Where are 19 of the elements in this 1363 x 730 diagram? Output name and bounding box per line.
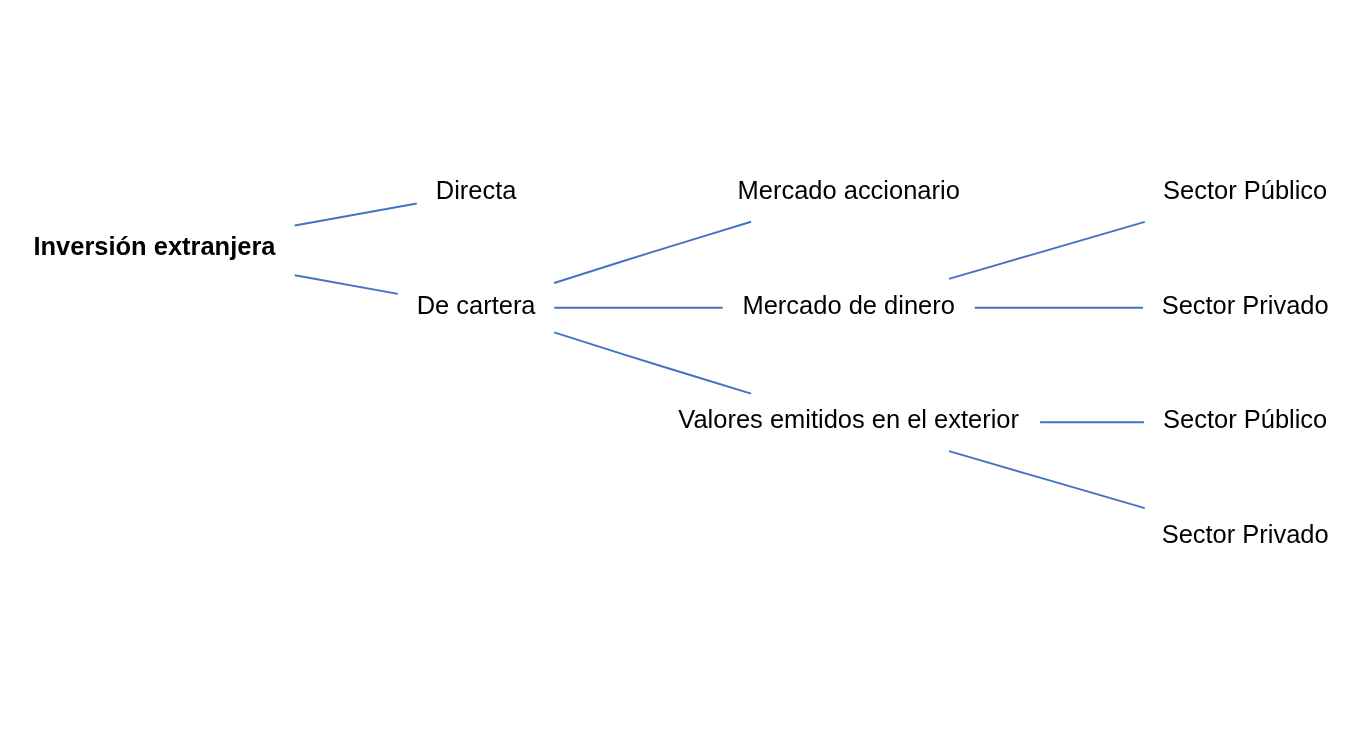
connector	[973, 306, 1144, 309]
node-text: Directa	[435, 176, 517, 205]
connector	[553, 306, 724, 309]
node-text: De cartera	[416, 290, 536, 319]
node-text: Mercado accionario	[737, 176, 960, 205]
node-text: Sector Público	[1163, 176, 1328, 205]
connector	[293, 202, 418, 227]
node-text: Inversión extranjera	[33, 231, 276, 260]
connector	[553, 331, 753, 395]
connector	[553, 220, 753, 284]
connector	[293, 274, 399, 295]
node-text: Sector Público	[1163, 405, 1328, 434]
node-text: Mercado de dinero	[742, 290, 955, 319]
node-text: Sector Privado	[1161, 290, 1329, 319]
connector	[1039, 421, 1145, 424]
node-text: Valores emitidos en el exterior	[678, 405, 1020, 434]
connector	[948, 220, 1146, 280]
connector	[948, 450, 1146, 510]
node-text: Sector Privado	[1161, 520, 1329, 549]
